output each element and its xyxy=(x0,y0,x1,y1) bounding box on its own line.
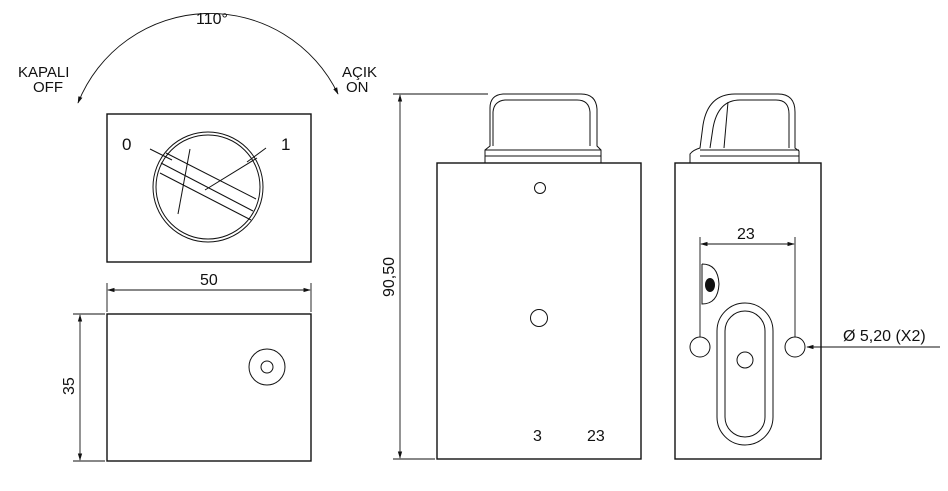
rear-view-latch xyxy=(701,263,720,305)
terminal-mark-3: 3 xyxy=(533,428,542,445)
rear-view-handle xyxy=(689,93,800,163)
open-label-tr: AÇIK xyxy=(342,64,377,81)
side-view-upper-hole xyxy=(534,182,546,194)
height-dimension-label: 90,50 xyxy=(381,257,398,297)
width-dimension-label: 50 xyxy=(200,272,218,289)
side-view-handle xyxy=(484,93,602,163)
position-one-label: 1 xyxy=(281,135,290,154)
rotary-knob xyxy=(149,131,267,243)
rear-view: 23 Ø 5,20 (X2) xyxy=(674,93,940,460)
spacing-dimension-label: 23 xyxy=(737,226,755,243)
closed-label-en: OFF xyxy=(33,79,63,96)
rear-view-slot-hole xyxy=(736,351,754,369)
hole-callout-label: Ø 5,20 (X2) xyxy=(843,328,926,345)
position-zero-label: 0 xyxy=(122,135,131,154)
angle-arc xyxy=(77,13,339,104)
top-view-knob-inner xyxy=(260,360,274,374)
side-view-center-hole xyxy=(530,309,548,327)
top-view: 50 35 xyxy=(61,272,312,462)
depth-dimension-label: 35 xyxy=(61,377,78,395)
top-view-knob-outer xyxy=(248,348,286,386)
open-label-en: ON xyxy=(346,79,369,96)
terminal-mark-23: 23 xyxy=(587,428,605,445)
top-view-body xyxy=(106,313,312,462)
side-view: 3 23 90,50 xyxy=(381,93,642,460)
rear-view-slot-outer xyxy=(716,302,774,446)
front-view: 110° KAPALI OFF AÇIK ON 0 1 xyxy=(18,11,377,263)
closed-label-tr: KAPALI xyxy=(18,64,69,81)
angle-label: 110° xyxy=(196,11,228,28)
side-view-body xyxy=(436,162,642,460)
rear-view-slot-inner xyxy=(724,310,766,438)
